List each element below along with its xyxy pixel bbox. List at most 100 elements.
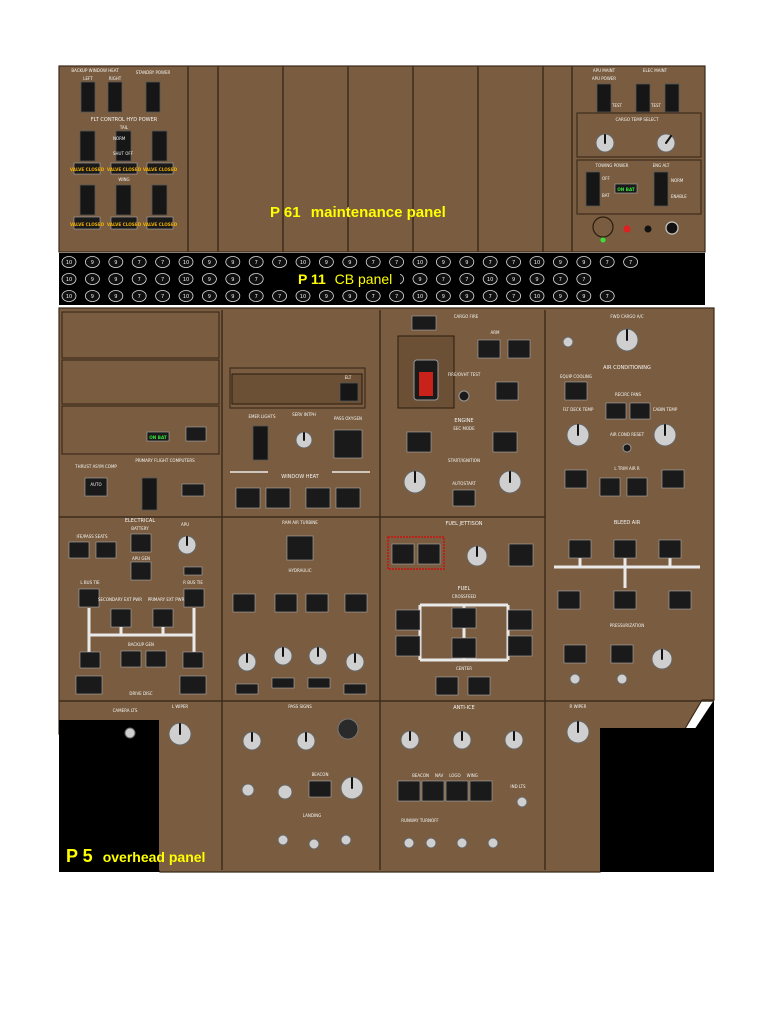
- circuit-breaker[interactable]: 10: [412, 290, 428, 302]
- circuit-breaker[interactable]: 9: [318, 290, 334, 302]
- circuit-breaker-body[interactable]: [178, 273, 194, 285]
- circuit-breaker[interactable]: 9: [201, 273, 217, 285]
- r-wiper-knob[interactable]: [566, 720, 590, 744]
- cargo-temp-aft-knob[interactable]: [595, 133, 615, 153]
- recirc-fans-lower-button[interactable]: [629, 402, 651, 420]
- circuit-breaker[interactable]: 7: [482, 256, 498, 268]
- beacon-light-button[interactable]: [397, 780, 421, 802]
- cabin-temp-knob[interactable]: [653, 423, 677, 447]
- circuit-breaker-body[interactable]: [459, 273, 475, 285]
- circuit-breaker[interactable]: 10: [61, 256, 77, 268]
- circuit-breaker-body[interactable]: [178, 290, 194, 302]
- circuit-breaker-body[interactable]: [435, 290, 451, 302]
- l-drive-disc-button[interactable]: [75, 675, 103, 695]
- circuit-breaker-body[interactable]: [108, 256, 124, 268]
- circuit-breaker[interactable]: 9: [225, 256, 241, 268]
- wing-anti-ice-knob[interactable]: [400, 730, 420, 750]
- master-bright-knob[interactable]: [340, 776, 364, 800]
- circuit-breaker[interactable]: 7: [553, 273, 568, 285]
- cargo-temp-bulk-knob[interactable]: [656, 133, 676, 153]
- circuit-breaker[interactable]: 7: [365, 290, 381, 302]
- circuit-breaker[interactable]: 10: [482, 273, 498, 285]
- hyd-r-eng-button[interactable]: [344, 593, 368, 613]
- eec-mode-l-button[interactable]: [406, 431, 432, 453]
- circuit-breaker-body[interactable]: [389, 290, 405, 302]
- window-heat-l-fwd-button[interactable]: [265, 487, 291, 509]
- circuit-breaker-body[interactable]: [506, 290, 521, 302]
- crossfeed-aft-button[interactable]: [451, 637, 477, 659]
- fuel-jettison-arm-button[interactable]: [508, 543, 534, 567]
- circuit-breaker[interactable]: 9: [435, 290, 451, 302]
- circuit-breaker-body[interactable]: [201, 290, 217, 302]
- outflow-aft-man-switch[interactable]: [616, 673, 628, 685]
- circuit-breaker[interactable]: 9: [553, 290, 568, 302]
- outflow-fwd-man-switch[interactable]: [569, 673, 581, 685]
- no-smoking-knob[interactable]: [242, 731, 262, 751]
- video-switch[interactable]: [562, 336, 574, 348]
- pass-oxygen-button[interactable]: [333, 429, 363, 459]
- r-fwd-pump-button[interactable]: [507, 609, 533, 631]
- circuit-breaker[interactable]: 10: [529, 256, 545, 268]
- l-fwd-pump-button[interactable]: [395, 609, 421, 631]
- circuit-breaker-body[interactable]: [295, 290, 311, 302]
- circuit-breaker[interactable]: 7: [389, 256, 405, 268]
- circuit-breaker[interactable]: 9: [108, 273, 124, 285]
- l-isln-button[interactable]: [568, 539, 592, 559]
- air-cond-reset-button[interactable]: [622, 443, 632, 453]
- center-r-pump-button[interactable]: [467, 676, 491, 696]
- circuit-breaker[interactable]: 9: [201, 290, 217, 302]
- circuit-breaker-body[interactable]: [131, 273, 147, 285]
- circuit-breaker-body[interactable]: [482, 273, 498, 285]
- circuit-breaker[interactable]: 7: [482, 290, 498, 302]
- circuit-breaker-body[interactable]: [529, 256, 545, 268]
- circuit-breaker-body[interactable]: [435, 256, 451, 268]
- r-pack-button[interactable]: [661, 469, 685, 489]
- circuit-breaker[interactable]: 7: [155, 273, 171, 285]
- circuit-breaker[interactable]: 10: [178, 273, 194, 285]
- gen-ctrl-r-button[interactable]: [182, 651, 204, 669]
- fwd-cargo-ac-knob[interactable]: [615, 328, 639, 352]
- circuit-breaker[interactable]: 9: [459, 290, 475, 302]
- circuit-breaker[interactable]: 10: [178, 256, 194, 268]
- circuit-breaker-body[interactable]: [131, 290, 147, 302]
- circuit-breaker[interactable]: 7: [623, 256, 638, 268]
- circuit-breaker[interactable]: 10: [178, 290, 194, 302]
- tail-switch-l[interactable]: [79, 130, 96, 162]
- circuit-breaker-body[interactable]: [576, 273, 592, 285]
- circuit-breaker-body[interactable]: [529, 273, 545, 285]
- taxi-switch[interactable]: [456, 837, 468, 849]
- circuit-breaker-body[interactable]: [318, 256, 334, 268]
- seatbelts-knob[interactable]: [296, 731, 316, 751]
- wing-switch-l[interactable]: [79, 184, 96, 216]
- circuit-breaker[interactable]: 10: [412, 256, 428, 268]
- circuit-breaker-body[interactable]: [248, 290, 264, 302]
- circuit-breaker-body[interactable]: [248, 273, 264, 285]
- circuit-breaker-body[interactable]: [576, 256, 592, 268]
- circuit-breaker[interactable]: 7: [248, 273, 264, 285]
- ife-pass-seats-button[interactable]: [68, 541, 90, 559]
- circuit-breaker-body[interactable]: [599, 256, 615, 268]
- l-eng-bleed-button[interactable]: [557, 590, 581, 610]
- circuit-breaker-body[interactable]: [155, 273, 171, 285]
- elec-maint-switch-2[interactable]: [664, 83, 680, 113]
- circuit-breaker-body[interactable]: [412, 273, 428, 285]
- circuit-breaker[interactable]: 9: [529, 273, 545, 285]
- wing-light-button[interactable]: [469, 780, 493, 802]
- circuit-breaker[interactable]: 7: [248, 256, 264, 268]
- fire-ovht-test-switch[interactable]: [458, 390, 470, 402]
- circuit-breaker-body[interactable]: [272, 290, 288, 302]
- backup-gen-l-button[interactable]: [120, 650, 142, 668]
- cargo-fire-arm-aft-button[interactable]: [507, 339, 531, 359]
- circuit-breaker-body[interactable]: [459, 256, 475, 268]
- strobe-switch[interactable]: [487, 837, 499, 849]
- circuit-breaker-body[interactable]: [155, 256, 171, 268]
- backup-window-heat-left-switch[interactable]: [80, 81, 96, 113]
- l-bus-tie-button[interactable]: [78, 588, 100, 608]
- window-heat-r-fwd-button[interactable]: [305, 487, 331, 509]
- circuit-breaker[interactable]: 10: [61, 273, 77, 285]
- circuit-breaker[interactable]: 9: [576, 290, 592, 302]
- circuit-breaker[interactable]: 7: [389, 290, 405, 302]
- circuit-breaker-body[interactable]: [342, 290, 358, 302]
- landing-right-switch[interactable]: [340, 834, 352, 846]
- l-start-ignition-knob[interactable]: [403, 470, 427, 494]
